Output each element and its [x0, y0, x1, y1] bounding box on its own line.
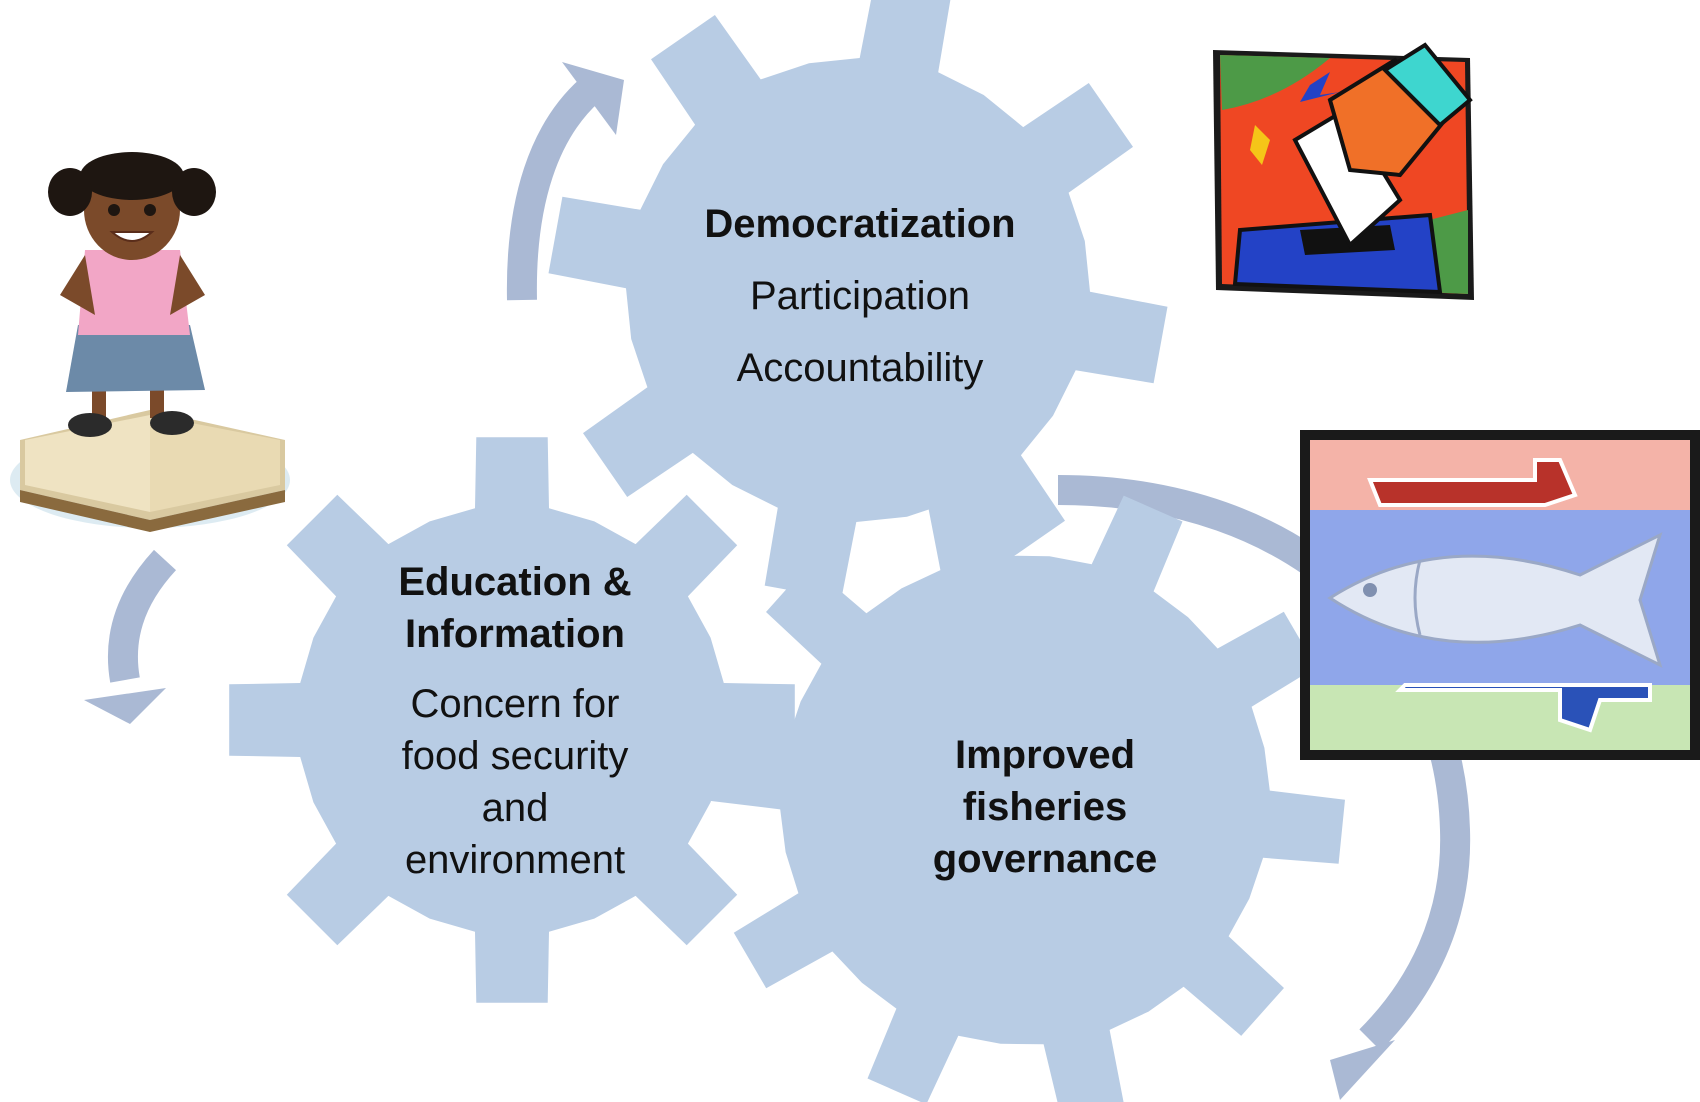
gear-group — [229, 0, 1345, 1102]
arrow-left-to-top — [506, 78, 601, 301]
gear-democratization-line-1: Participation — [749, 274, 971, 318]
gear-governance — [705, 482, 1345, 1102]
girl-on-book-illustration — [10, 152, 290, 532]
gear-democratization-text: Democratization Participation Accountabi… — [640, 198, 1080, 394]
gear-democratization — [548, 0, 1168, 600]
gear-governance-title-line-1: Improved — [954, 733, 1136, 777]
gear-education-body-line-1: Concern for — [410, 682, 620, 726]
gear-education-body-line-3: and — [481, 786, 549, 830]
gear-education-text: Education & Information Concern for food… — [320, 556, 710, 886]
arrow-down-left-head — [84, 688, 166, 724]
gear-democratization-line-2: Accountability — [736, 346, 984, 390]
gear-education-body-line-2: food security — [401, 734, 629, 778]
ballot-box-illustration — [1213, 42, 1474, 300]
arrow-right-down-head — [1330, 1040, 1395, 1100]
gear-governance-title-line-2: fisheries — [962, 785, 1128, 829]
gear-governance-text: Improved fisheries governance — [880, 729, 1210, 885]
fish-illustration — [1300, 430, 1700, 760]
arrow-left-to-top-head — [562, 62, 624, 135]
arrow-down-left — [107, 549, 177, 683]
gear-education-body-line-4: environment — [404, 838, 626, 882]
gear-education-title-line-1: Education & — [398, 560, 632, 604]
gear-governance-title-line-3: governance — [932, 837, 1158, 881]
gear-education-body: Concern for food security and environmen… — [320, 678, 710, 886]
gear-education-title-line-2: Information — [405, 612, 625, 656]
gear-education — [229, 437, 795, 1003]
gear-democratization-title: Democratization — [704, 202, 1016, 246]
